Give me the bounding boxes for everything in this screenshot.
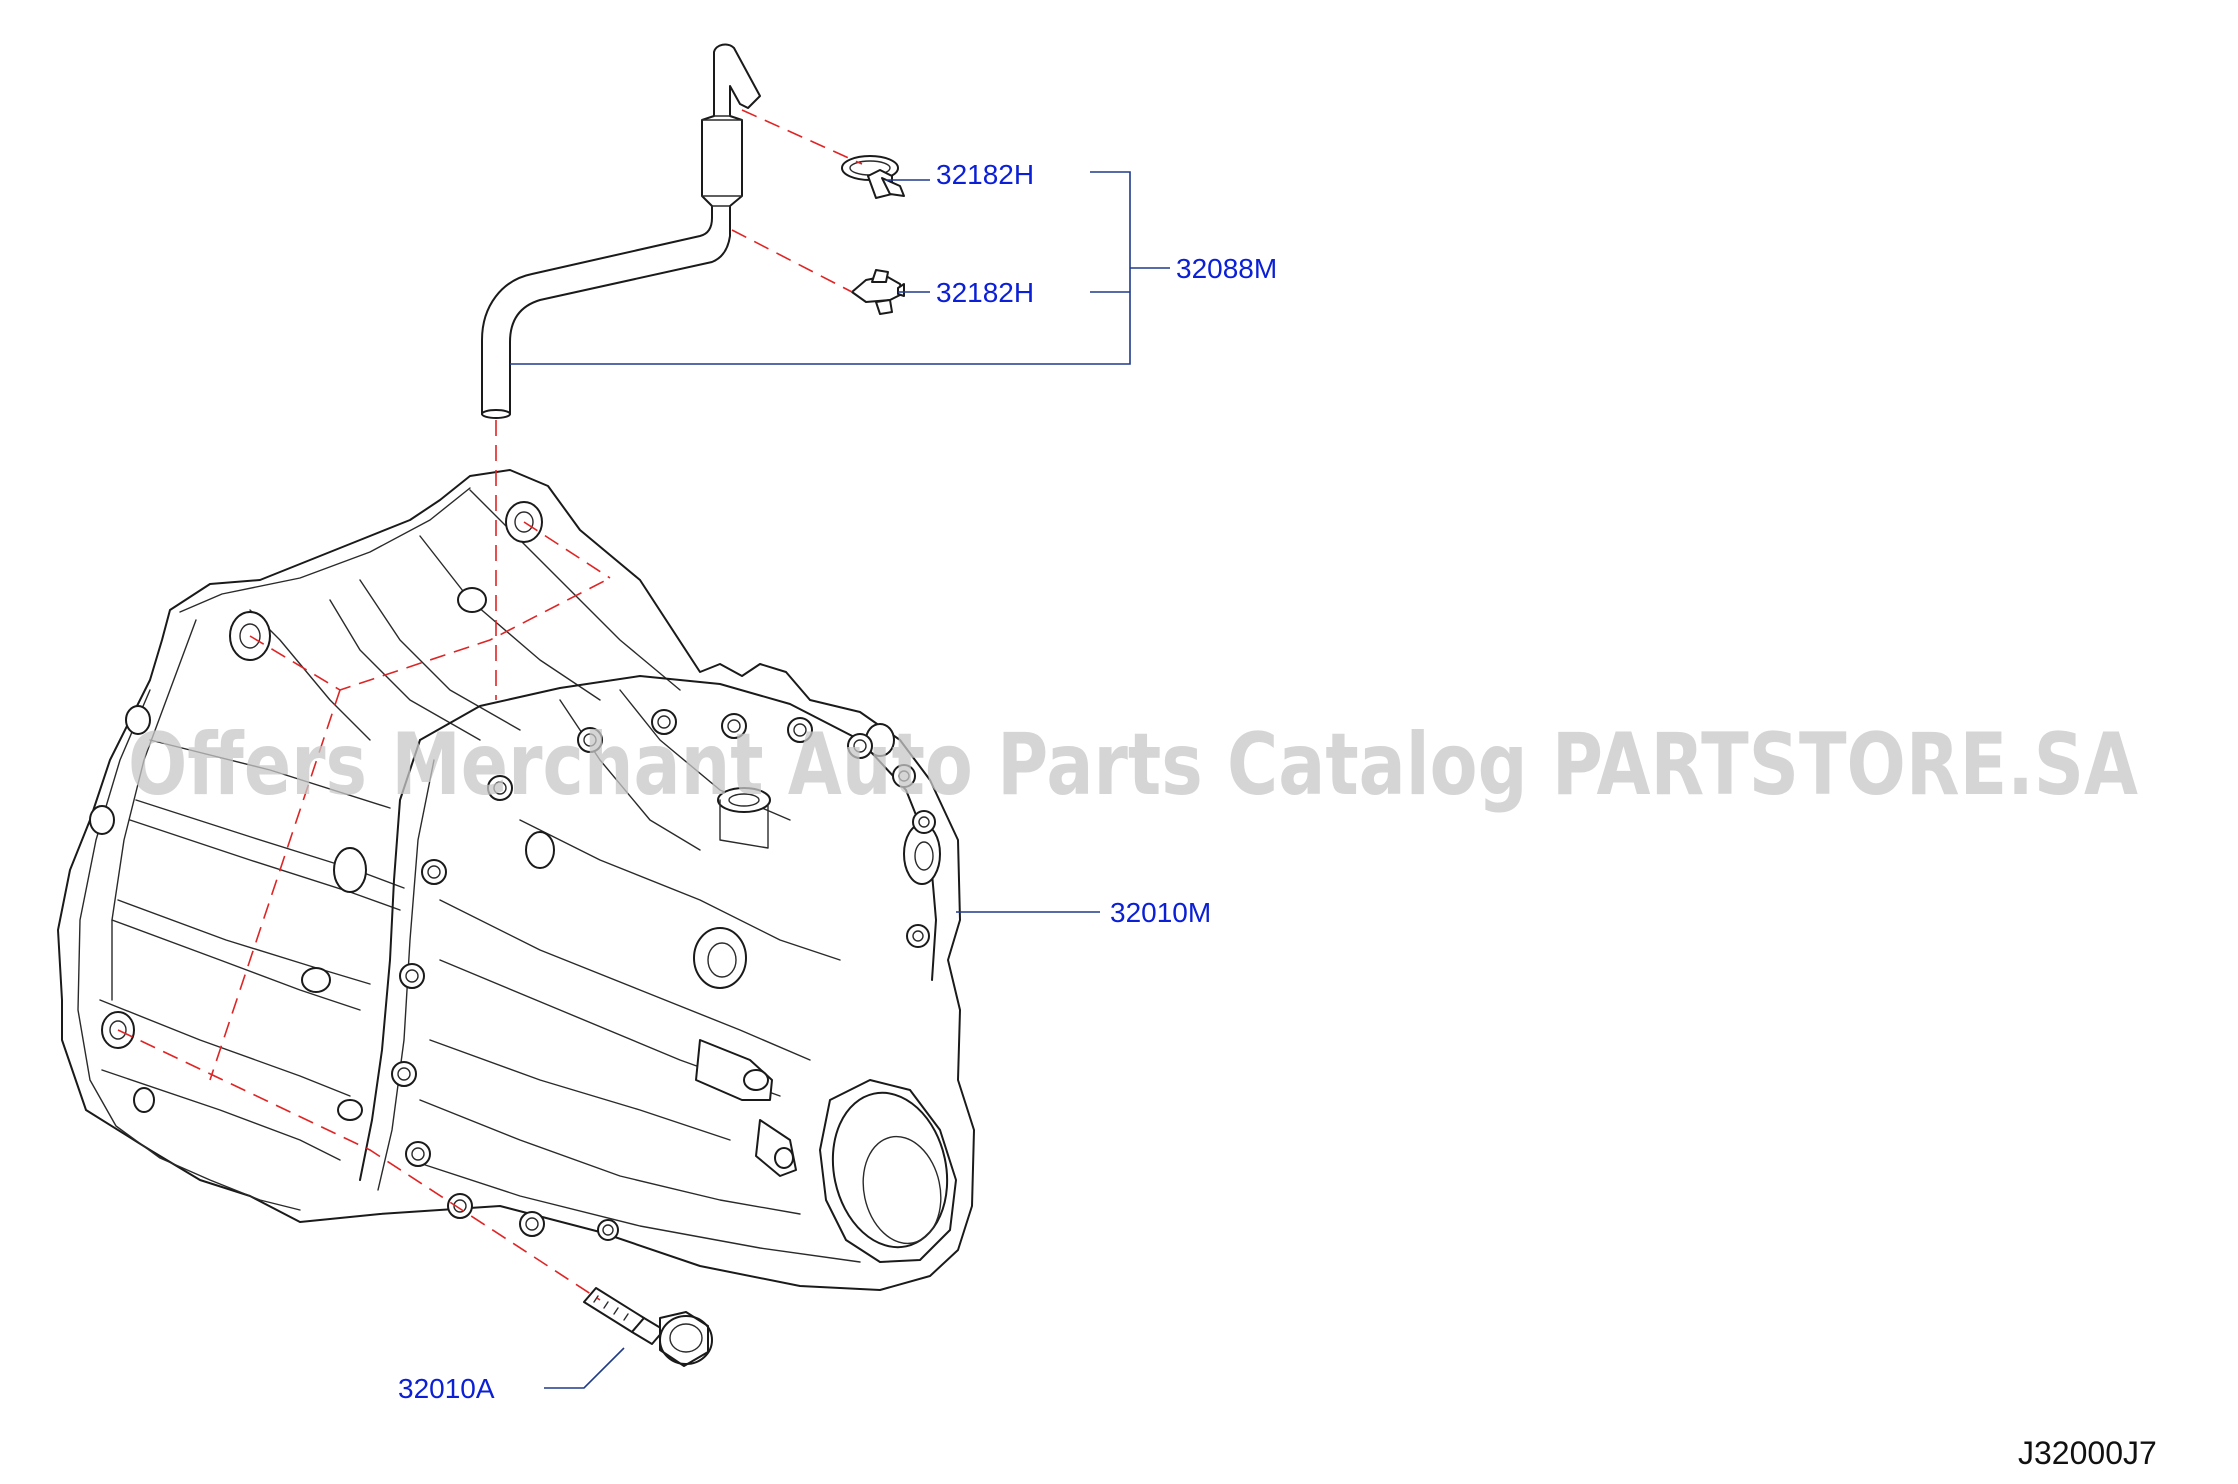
- flange-bolt: [906, 924, 930, 948]
- flange-bolt: [405, 1141, 431, 1167]
- part-label-clip-upper[interactable]: 32182H: [936, 159, 1034, 190]
- part-label-transaxle[interactable]: 32010M: [1110, 897, 1211, 928]
- watermark: Offers Merchant Auto Parts Catalog PARTS…: [128, 715, 2138, 815]
- flange-bolt: [847, 733, 873, 759]
- part-label-clip-lower[interactable]: 32182H: [936, 277, 1034, 308]
- clip-lower[interactable]: [851, 269, 905, 315]
- leader-lines: [510, 171, 1170, 1389]
- flange-bolt: [519, 1211, 545, 1237]
- flange-bolt: [421, 859, 447, 885]
- part-label-bolt[interactable]: 32010A: [398, 1373, 495, 1404]
- breather-hose[interactable]: [481, 43, 761, 419]
- transaxle-housing[interactable]: [57, 469, 975, 1291]
- clip-upper[interactable]: [841, 155, 905, 199]
- assembly-lines: [117, 109, 863, 1301]
- flange-bolt: [399, 963, 425, 989]
- flange-bolt: [391, 1061, 417, 1087]
- figure-code: J32000J7: [2018, 1435, 2157, 1471]
- flange-bolt: [447, 1193, 473, 1219]
- flange-bolt: [597, 1219, 619, 1241]
- flange-bolt: [487, 775, 513, 801]
- flange-bolt: [787, 717, 813, 743]
- flange-bolt: [577, 727, 603, 753]
- flange-bolt: [912, 810, 936, 834]
- flange-bolt: [721, 713, 747, 739]
- flange-bolt: [892, 764, 916, 788]
- part-label-breather-hose[interactable]: 32088M: [1176, 253, 1277, 284]
- bolt[interactable]: [583, 1287, 713, 1367]
- flange-bolt: [651, 709, 677, 735]
